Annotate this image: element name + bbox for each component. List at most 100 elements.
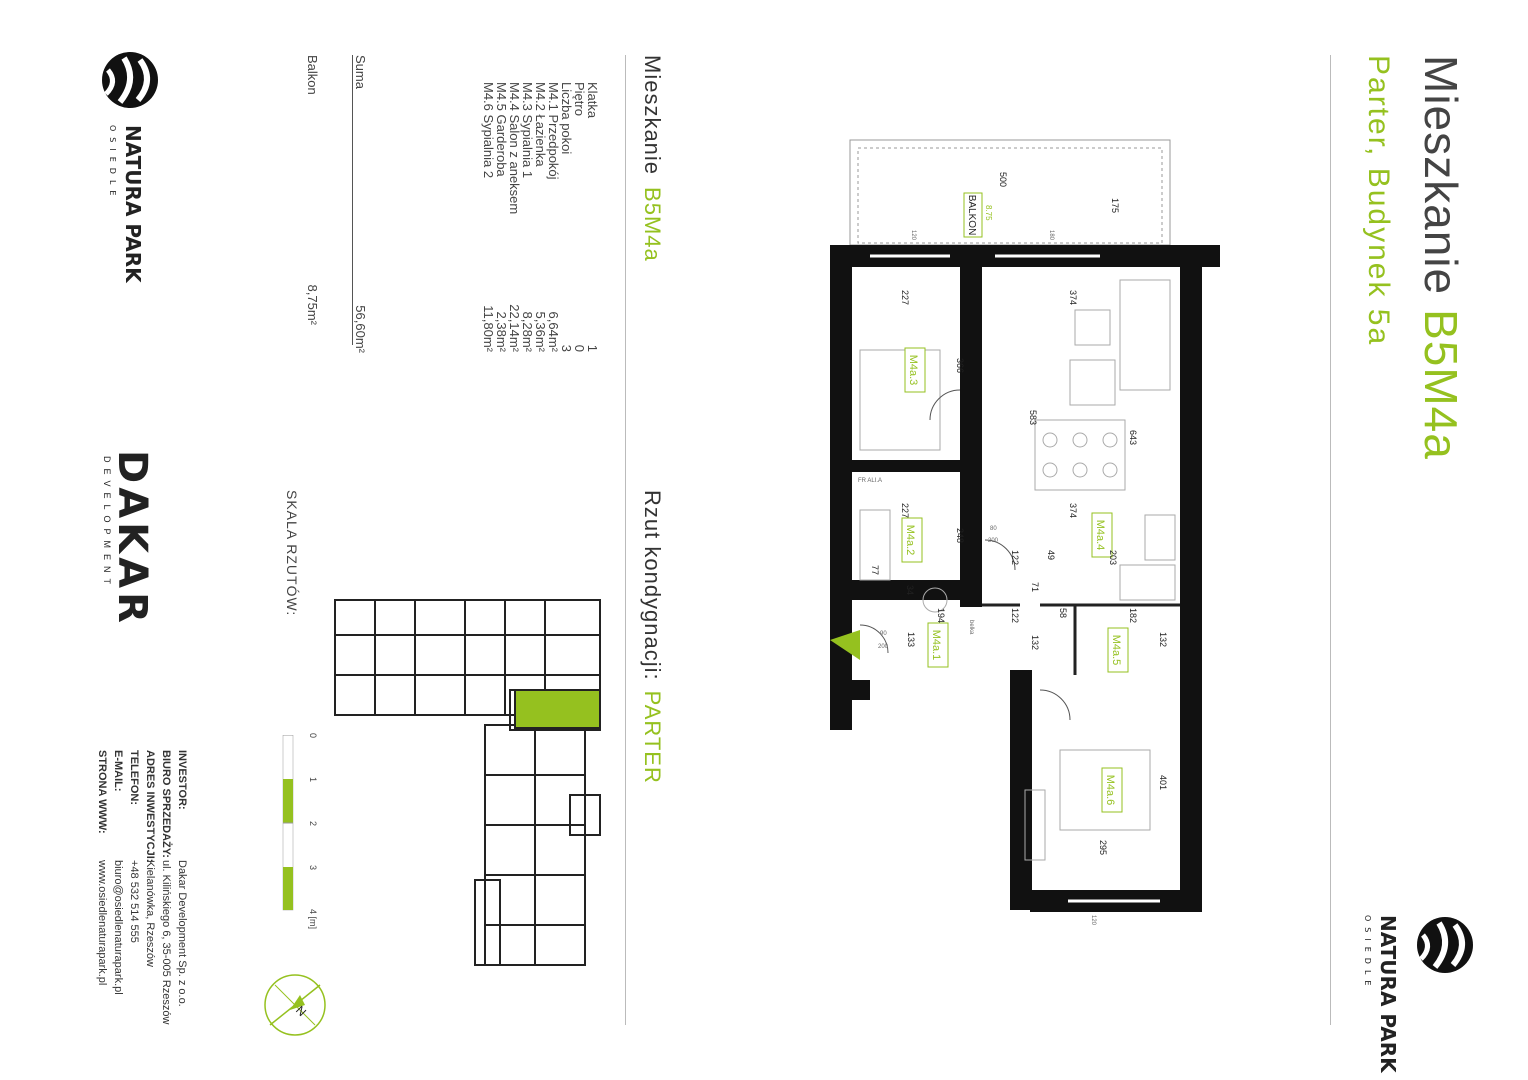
room-row-value: 11,80m² [481,305,496,352]
room-row-label: M4.6 Sypialnia 2 [481,82,496,179]
sum-divider [352,55,353,345]
contact-value: +48 532 514 555 [128,860,140,943]
natura-park-logo-right: NATURA PARK OSIEDLE [1360,915,1480,1073]
room-row-label: M4.3 Sypialnia 1 [520,82,535,179]
contact-label: INVESTOR: [176,750,188,810]
room-row-value: 22,14m² [507,304,522,352]
room-row-value: 6,64m² [546,311,561,352]
window-note-2: 180 [1048,230,1054,241]
dim-500: 500 [998,172,1008,187]
dim-122b: 122 [1010,608,1020,623]
dim-182: 182 [1128,608,1138,623]
dim-132b: 132 [1158,632,1168,647]
brand-name: NATURA PARK [121,125,145,283]
leaf-logo-icon [1417,917,1473,973]
contact-label: BIURO SPRZEDAŻY: [160,750,172,858]
apartment-heading-code: B5M4a [640,187,665,262]
room-label-m4: M4a.4 [1094,520,1106,551]
dim-71: 71 [1030,582,1040,592]
room-row-value: 1 [585,344,600,352]
door-width-1: 90 [880,631,887,637]
dim-49: 49 [1046,550,1056,560]
room-row: M4.6 Sypialnia 2 11,80m² [480,82,496,352]
beam-note: belka [968,620,974,635]
dim-133: 133 [906,632,916,647]
dim-248: 248 [955,528,965,543]
small-notes: 90 200 80 200 FR ALI.A belka 120 180 120 [858,230,1096,926]
contact-value: www.osiedlenaturapark.pl [96,860,108,986]
dim-175: 175 [1110,198,1120,213]
contact-value: Dakar Development Sp. z o.o. [176,860,188,1007]
room-row-label: Liczba pokoi [559,82,574,155]
window-note-1: 120 [910,230,916,241]
title-prefix: Mieszkanie [1415,55,1467,296]
developer-tag: DEVELOPMENT [102,456,112,591]
room-label-m2: M4a.2 [904,525,916,556]
dim-58: 58 [1058,608,1068,618]
room-label-m5: M4a.5 [1110,635,1122,666]
page-subtitle: Parter, Budynek 5a [1362,55,1395,347]
contact-label: TELEFON: [128,750,140,805]
developer-name: DAKAR [109,450,155,627]
sum-value: 56,60m² [353,305,368,353]
page-title: MieszkanieB5M4a [1414,55,1468,460]
dim-227b: 227 [900,503,910,518]
natura-park-logo-left: NATURA PARK OSIEDLE [95,50,175,283]
contact-value: ul. Kilińskiego 6, 35-005 Rzeszów [160,860,172,1025]
dim-122a: 122 [1010,550,1020,565]
floor-heading-label: Rzut kondygnacji: [640,490,665,681]
room-row-label: Klatka [585,82,600,119]
dimensions: 500 175 227 374 366 583 643 227 374 248 … [870,172,1168,855]
dim-583: 583 [1028,410,1038,425]
scale-tick-label: 2 [308,821,318,827]
dakar-logo: DAKAR DEVELOPMENT [100,450,160,630]
dim-194: 194 [936,608,946,623]
balcony-row: Balkon 8,75m² [304,55,320,325]
room-row-label: Piętro [572,82,587,116]
entrance-arrow-icon [830,630,860,660]
dim-643: 643 [1128,430,1138,445]
dim-203: 203 [1108,550,1118,565]
dim-34: 34 [905,585,915,595]
dim-132a: 132 [1030,635,1040,650]
floor-plan: M4a.3 M4a.2 M4a.1 M4a.4 M4a.5 M4a.6 BALK… [830,139,1220,926]
balcony-label: BALKON [966,195,977,236]
sum-label: Suma [353,55,368,89]
door-height-2: 200 [988,538,999,544]
brand-tag: OSIEDLE [1363,915,1372,992]
scale-tick-label: 0 [308,733,318,739]
room-labels: M4a.3 M4a.2 M4a.1 M4a.4 M4a.5 M4a.6 BALK… [901,192,1129,813]
balcony-outline [849,139,1171,246]
balcony-area: 8.75 [984,205,993,221]
apartment-heading: MieszkanieB5M4a [639,55,665,262]
window-note-3: 120 [1090,915,1096,926]
scale-tick-label: 4 [m] [308,909,318,930]
door-width-2: 80 [990,526,997,532]
dim-374b: 374 [1068,503,1078,518]
room-row-value: 0 [572,344,587,352]
dim-227a: 227 [900,290,910,305]
dim-77: 77 [870,565,880,575]
room-row-label: M4.5 Garderoba [494,82,509,177]
dim-401: 401 [1158,775,1168,790]
scale-tick-label: 3 [308,865,318,871]
balcony-row-label: Balkon [305,55,320,95]
divider-right [1330,55,1331,1025]
scale-title: SKALA RZUTÓW: [284,490,300,617]
brand-tag: OSIEDLE [108,125,117,202]
room-row-label: M4.2 Łazienka [533,82,548,167]
contact-value: Kielanówka, Rzeszów [144,860,156,967]
contact-label: STRONA WWW: [96,750,108,834]
balcony-row-value: 8,75m² [305,284,320,325]
door-height-1: 200 [878,644,889,650]
north-arrow-icon: N [264,974,326,1036]
scale-bar [282,735,294,911]
dim-366: 366 [955,358,965,373]
contact-value: biuro@osiedlenaturapark.pl [112,860,124,995]
room-row-value: 8,28m² [520,311,535,352]
divider-left [625,55,626,1025]
room-row-value: 2,38m² [494,311,509,352]
room-label-m6: M4a.6 [1104,775,1116,806]
floor-heading-value: PARTER [640,690,665,784]
dim-374a: 374 [1068,290,1078,305]
